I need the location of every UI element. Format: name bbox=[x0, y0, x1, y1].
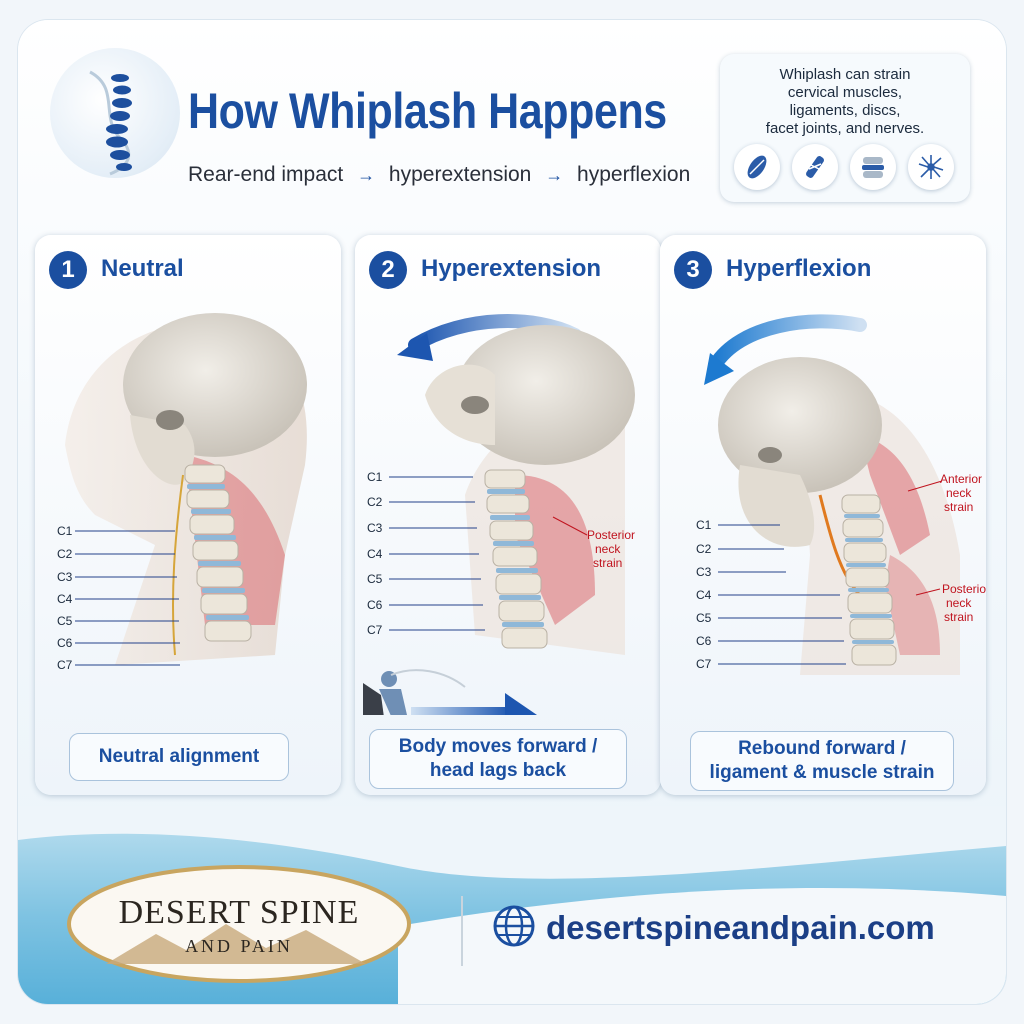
muscle-icon bbox=[734, 144, 780, 190]
panel-neutral: 1 Neutral C1 bbox=[35, 235, 341, 795]
info-line: facet joints, and nerves. bbox=[765, 120, 925, 137]
info-line: Whiplash can strain bbox=[779, 66, 911, 83]
vertebra-label: C1 bbox=[367, 470, 383, 484]
panel-caption: Neutral alignment bbox=[69, 733, 289, 781]
infographic-card: How Whiplash Happens Rear-end impact → h… bbox=[18, 20, 1006, 1004]
vertebra-label: C7 bbox=[696, 657, 712, 671]
vertebra-label: C3 bbox=[696, 565, 712, 579]
footer-wave bbox=[18, 806, 1006, 1004]
page-subtitle: Rear-end impact → hyperextension → hyper… bbox=[188, 163, 690, 187]
vertebra-label: C3 bbox=[57, 570, 73, 584]
subtitle-step-impact: Rear-end impact bbox=[188, 163, 344, 186]
vertebra-label: C7 bbox=[367, 623, 383, 637]
brand-logo: DESERT SPINE AND PAIN bbox=[66, 864, 412, 984]
vertebra-label: C5 bbox=[367, 572, 383, 586]
step-number-badge: 1 bbox=[49, 251, 87, 289]
panel-hyperextension: 2 Hyperextension bbox=[355, 235, 661, 795]
strain-label: neck bbox=[595, 542, 621, 556]
vertebra-label: C1 bbox=[57, 524, 73, 538]
ligament-icon bbox=[792, 144, 838, 190]
vertebra-label: C6 bbox=[57, 636, 73, 650]
neutral-neck-illustration: C1 C2 C3 C4 C5 C6 C7 bbox=[57, 313, 307, 672]
step-number-badge: 2 bbox=[369, 251, 407, 289]
tissue-icons bbox=[734, 144, 954, 190]
footer: DESERT SPINE AND PAIN desertspineandpain… bbox=[18, 806, 1006, 1004]
caption-line: Neutral alignment bbox=[98, 746, 260, 767]
vertebra-label: C4 bbox=[367, 547, 383, 561]
vertebra-label: C6 bbox=[696, 634, 712, 648]
vertebra-label: C5 bbox=[57, 614, 73, 628]
info-box: Whiplash can strain cervical muscles, li… bbox=[720, 54, 970, 202]
vertebra-label: C2 bbox=[696, 542, 712, 556]
vertebra-label: C6 bbox=[367, 598, 383, 612]
info-line: ligaments, discs, bbox=[789, 102, 901, 119]
vertebra-label: C3 bbox=[367, 521, 383, 535]
seated-figure-icon bbox=[363, 669, 466, 715]
strain-label: strain bbox=[944, 610, 973, 624]
strain-label: Posterior bbox=[587, 528, 635, 542]
caption-line: head lags back bbox=[429, 760, 567, 781]
page-title: How Whiplash Happens bbox=[188, 83, 667, 139]
vertebra-label: C7 bbox=[57, 658, 73, 672]
caption-line: Body moves forward / bbox=[398, 736, 598, 757]
panel-title: Hyperflexion bbox=[726, 255, 872, 282]
brand-subtitle: AND PAIN bbox=[185, 936, 293, 956]
caption-line: ligament & muscle strain bbox=[709, 762, 935, 783]
spine-icon bbox=[89, 70, 132, 176]
subtitle-step-hyperflexion: hyperflexion bbox=[577, 163, 691, 186]
website-link[interactable]: desertspineandpain.com bbox=[546, 909, 935, 946]
panel-caption: Rebound forward / ligament & muscle stra… bbox=[690, 731, 954, 791]
strain-label: strain bbox=[593, 556, 622, 570]
disc-icon bbox=[850, 144, 896, 190]
caption-line: Rebound forward / bbox=[738, 738, 906, 759]
strain-label: neck bbox=[946, 596, 972, 610]
strain-label: Posterior bbox=[942, 582, 986, 596]
nerve-icon bbox=[908, 144, 954, 190]
vertebra-label: C4 bbox=[57, 592, 73, 606]
info-text: Whiplash can strain cervical muscles, li… bbox=[720, 66, 970, 138]
strain-label: strain bbox=[944, 500, 973, 514]
globe-icon bbox=[493, 905, 535, 947]
panel-title: Hyperextension bbox=[421, 255, 602, 282]
vertebra-label: C1 bbox=[696, 518, 712, 532]
subtitle-step-hyperextension: hyperextension bbox=[388, 163, 532, 186]
panel-title: Neutral bbox=[101, 255, 184, 282]
vertebra-label: C2 bbox=[367, 495, 383, 509]
hyperextension-neck-illustration: C1 C2 C3 C4 C5 C6 C7 Posterior neck stra… bbox=[363, 314, 635, 715]
vertebra-label: C4 bbox=[696, 588, 712, 602]
arrow-right-icon: → bbox=[545, 165, 564, 185]
strain-label: Anterior bbox=[940, 472, 982, 486]
step-number-badge: 3 bbox=[674, 251, 712, 289]
vertebra-label: C5 bbox=[696, 611, 712, 625]
info-line: cervical muscles, bbox=[787, 84, 903, 101]
panel-caption: Body moves forward / head lags back bbox=[369, 729, 627, 789]
panel-hyperflexion: 3 Hyperflexion bbox=[660, 235, 986, 795]
footer-divider bbox=[461, 896, 463, 966]
spine-logo-badge bbox=[50, 48, 180, 178]
arrow-right-icon: → bbox=[357, 165, 376, 185]
strain-label: neck bbox=[946, 486, 972, 500]
brand-name: DESERT SPINE bbox=[118, 894, 360, 931]
vertebra-label: C2 bbox=[57, 547, 73, 561]
hyperflexion-neck-illustration: C1 C2 C3 C4 C5 C6 C7 Anterior neck strai… bbox=[696, 314, 986, 675]
